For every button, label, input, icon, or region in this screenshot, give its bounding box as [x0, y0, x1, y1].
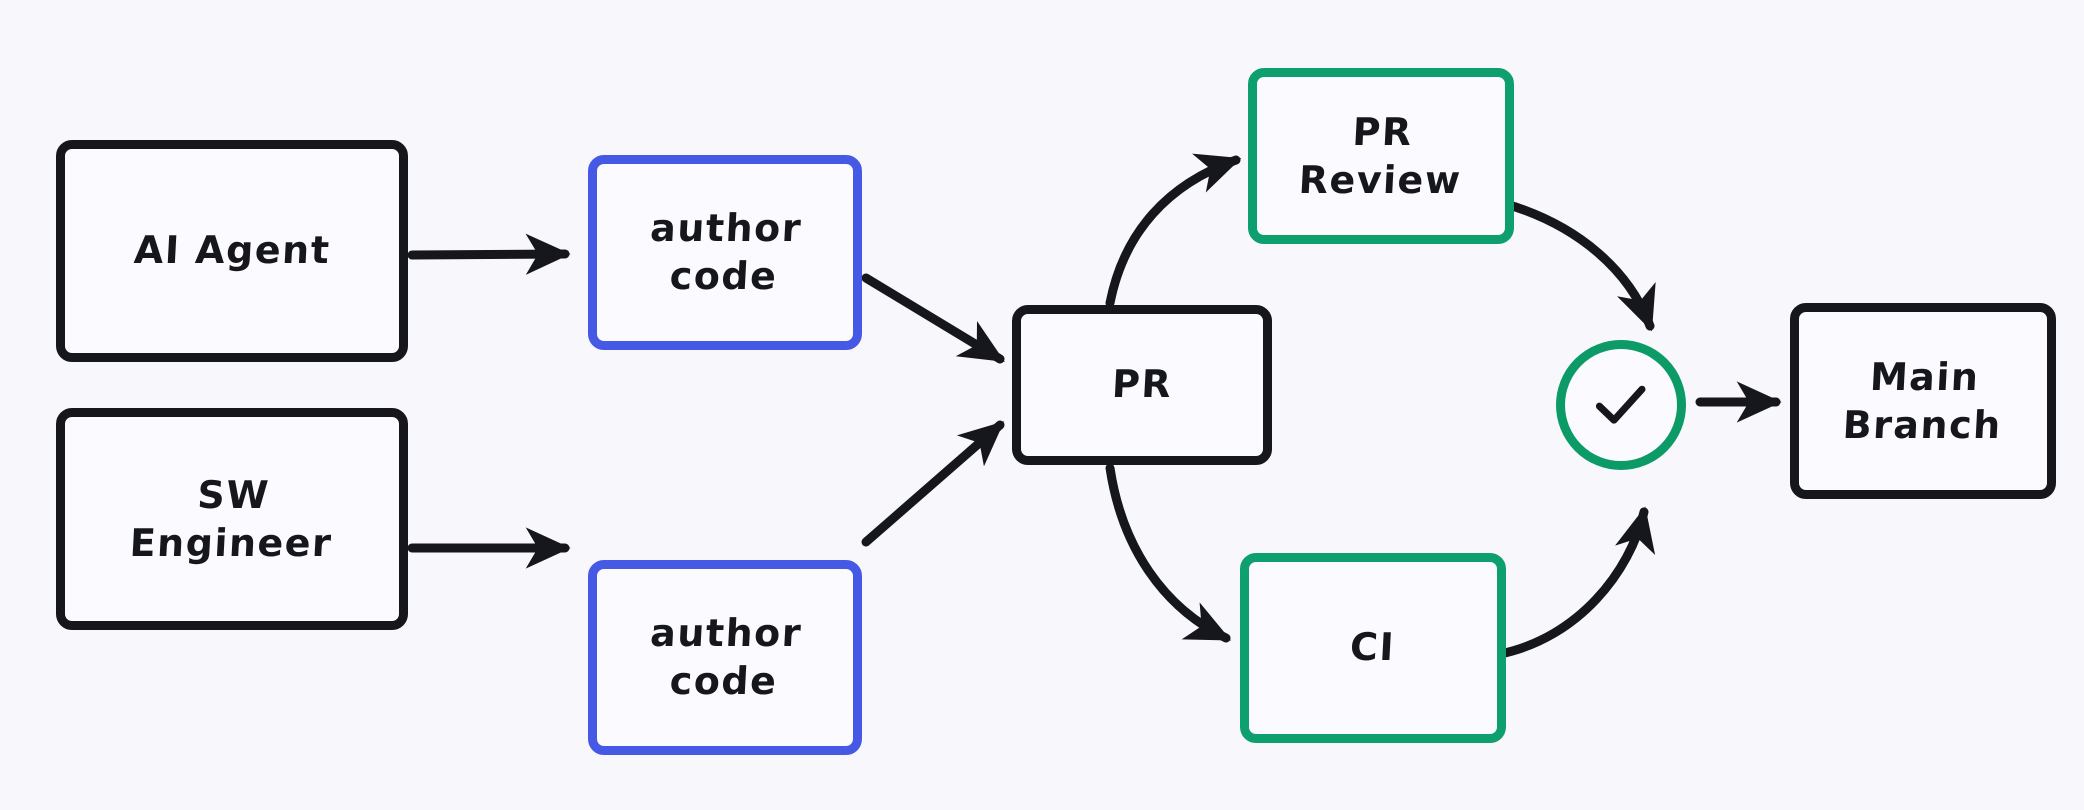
node-label: CI [1349, 625, 1397, 670]
edge-pr-to-ci [1105, 463, 1232, 643]
node-label: author code [649, 611, 804, 703]
merge-check-badge[interactable] [1556, 340, 1686, 470]
node-label: PR Review [1297, 109, 1463, 202]
node-pr-review[interactable]: PR Review [1248, 68, 1514, 244]
node-main-branch[interactable]: Main Branch [1790, 303, 2056, 499]
edge-pr-to-pr-review [1105, 153, 1242, 308]
check-icon [1595, 385, 1646, 424]
node-pr[interactable]: PR [1012, 305, 1272, 465]
node-label: Main Branch [1841, 354, 2003, 447]
node-label: AI Agent [132, 228, 332, 273]
node-author-code-bottom[interactable]: author code [588, 560, 862, 755]
node-label: author code [649, 206, 804, 298]
node-author-code-top[interactable]: author code [588, 155, 862, 350]
edge-author-code-top-to-pr [861, 273, 1005, 364]
node-ai-agent[interactable]: AI Agent [56, 140, 408, 362]
edge-ai-agent-to-author-code [407, 233, 571, 275]
edge-pr-review-to-check [1501, 199, 1656, 332]
node-sw-engineer[interactable]: SW Engineer [56, 408, 408, 630]
edge-ci-to-check [1495, 506, 1656, 659]
node-label: SW Engineer [128, 472, 334, 565]
edge-author-code-bottom-to-pr [861, 420, 1005, 547]
node-label: PR [1110, 362, 1174, 407]
node-ci[interactable]: CI [1240, 553, 1506, 743]
